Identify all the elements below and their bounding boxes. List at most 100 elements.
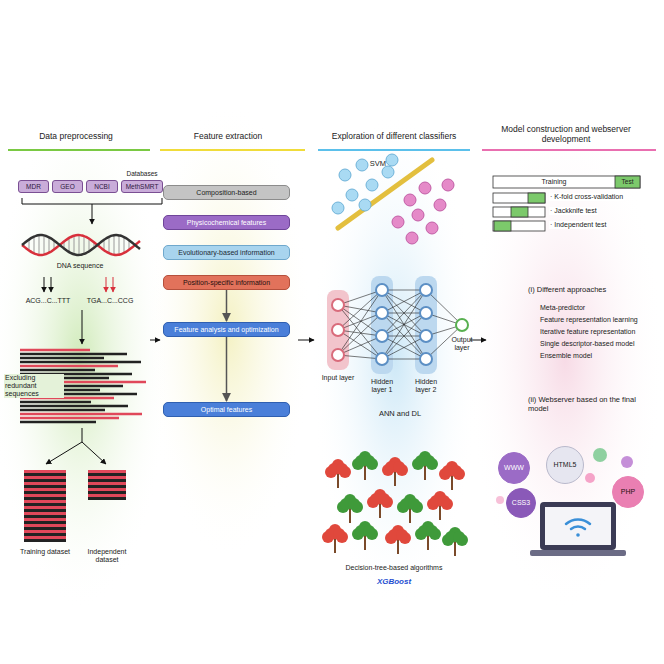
- dataset-stripe: [24, 491, 66, 494]
- arrow-down: [44, 277, 45, 292]
- tree: [352, 451, 378, 480]
- bubble: [585, 473, 595, 483]
- ann-neuron: [332, 324, 344, 336]
- arrow-down: [51, 277, 52, 292]
- svm-point: [442, 179, 454, 191]
- node-text: CSS3: [512, 499, 530, 507]
- dataset-stripe: [88, 488, 126, 491]
- process-box: MethSMRT: [121, 180, 163, 193]
- annotation-label: ANN and DL: [379, 410, 421, 419]
- dataset-stripe: [24, 512, 66, 515]
- process-box: Position-specific information: [163, 275, 290, 290]
- ann-neuron: [420, 284, 432, 296]
- sequence-bar: [20, 369, 95, 371]
- table-header: [493, 176, 640, 188]
- process-box: NCBI: [86, 180, 118, 193]
- process-box: Feature analysis and optimization: [163, 322, 290, 337]
- webserver-illustration: [496, 448, 633, 556]
- annotation-label: Iterative feature representation: [540, 328, 635, 336]
- dataset-stripe: [24, 500, 66, 503]
- dataset-stripe: [24, 536, 66, 539]
- dataset-stripe: [24, 533, 66, 536]
- tech-bubble: WWW: [498, 452, 530, 484]
- column-heading: Model construction and webserver develop…: [491, 125, 641, 145]
- helix-rung: [39, 235, 40, 255]
- process-box: Evolutionary-based information: [163, 245, 290, 260]
- tree: [442, 527, 468, 556]
- ann-neuron: [332, 299, 344, 311]
- dataset-stripe: [24, 494, 66, 497]
- node-text: Physicochemical features: [187, 219, 266, 227]
- column-heading: Exploration of different classifiers: [332, 132, 457, 142]
- node-text: Test: [622, 178, 634, 185]
- underline-yellow: [160, 149, 305, 151]
- ann-weight: [338, 290, 382, 330]
- tree: [439, 461, 465, 490]
- helix-strand: [22, 235, 140, 255]
- helix-rung: [49, 237, 50, 253]
- tree: [382, 457, 408, 486]
- svm-point: [346, 189, 358, 201]
- fold-row: [493, 207, 545, 217]
- fold-test: [511, 207, 528, 217]
- helix-rung: [109, 237, 110, 253]
- annotation-label: (ii) Webserver based on the final model: [528, 396, 648, 413]
- dataset-stripe: [24, 539, 66, 542]
- sequence-bar: [20, 365, 118, 367]
- process-box: Training: [493, 176, 615, 188]
- annotation-label: Excluding redundant sequences: [4, 374, 64, 398]
- annotation-label: · K-fold cross-validation: [549, 193, 624, 201]
- svm-point: [332, 202, 344, 214]
- annotation-label: · Jackknife test: [549, 207, 598, 215]
- dataset-stripe: [88, 470, 126, 473]
- sequence-bar: [20, 413, 142, 415]
- svm-point: [406, 232, 418, 244]
- ann-neuron: [376, 353, 388, 365]
- arrow-down: [113, 277, 114, 292]
- dataset-stripe: [88, 491, 126, 494]
- tech-bubble: HTML5: [546, 446, 584, 484]
- fold-test: [528, 193, 545, 203]
- annotation-label: Output layer: [447, 336, 477, 352]
- helix-rung: [74, 236, 75, 255]
- neural-network: [327, 276, 468, 374]
- svm-point: [412, 209, 424, 221]
- ann-neuron: [420, 353, 432, 365]
- arrow-split: [82, 442, 106, 464]
- ann-weight: [382, 336, 426, 359]
- ann-neuron: [376, 307, 388, 319]
- sequence-bar: [20, 361, 141, 363]
- fold-row: [493, 221, 545, 231]
- process-box: MDR: [18, 180, 49, 193]
- node-text: HTML5: [554, 461, 577, 469]
- dataset-stripe: [88, 497, 126, 500]
- node-text: WWW: [504, 464, 524, 472]
- fold-row: [493, 193, 545, 203]
- process-box: Composition-based: [163, 185, 290, 200]
- sequence-bar: [20, 405, 128, 407]
- ann-neuron: [376, 330, 388, 342]
- process-box: GEO: [52, 180, 83, 193]
- ann-weight: [382, 290, 426, 359]
- dataset-stripe: [24, 527, 66, 530]
- flow-connector: [226, 337, 228, 401]
- tree: [385, 525, 411, 554]
- node-text: Feature analysis and optimization: [174, 326, 278, 334]
- ann-neuron: [420, 307, 432, 319]
- tree: [322, 524, 348, 553]
- dataset-stripe: [24, 503, 66, 506]
- svm-point: [339, 169, 351, 181]
- sequence-bar: [20, 349, 90, 351]
- ann-weight: [426, 290, 462, 325]
- dataset-stripe: [24, 518, 66, 521]
- flow-connector: [226, 290, 228, 321]
- arrow-down: [82, 310, 83, 344]
- tree: [427, 491, 453, 520]
- underline-pink: [482, 149, 656, 151]
- dna-helix: [22, 235, 140, 255]
- ground-pink: [465, 110, 664, 610]
- node-text: NCBI: [94, 183, 110, 190]
- ground-yellow: [143, 100, 313, 560]
- annotation-label: Hidden layer 2: [409, 378, 443, 394]
